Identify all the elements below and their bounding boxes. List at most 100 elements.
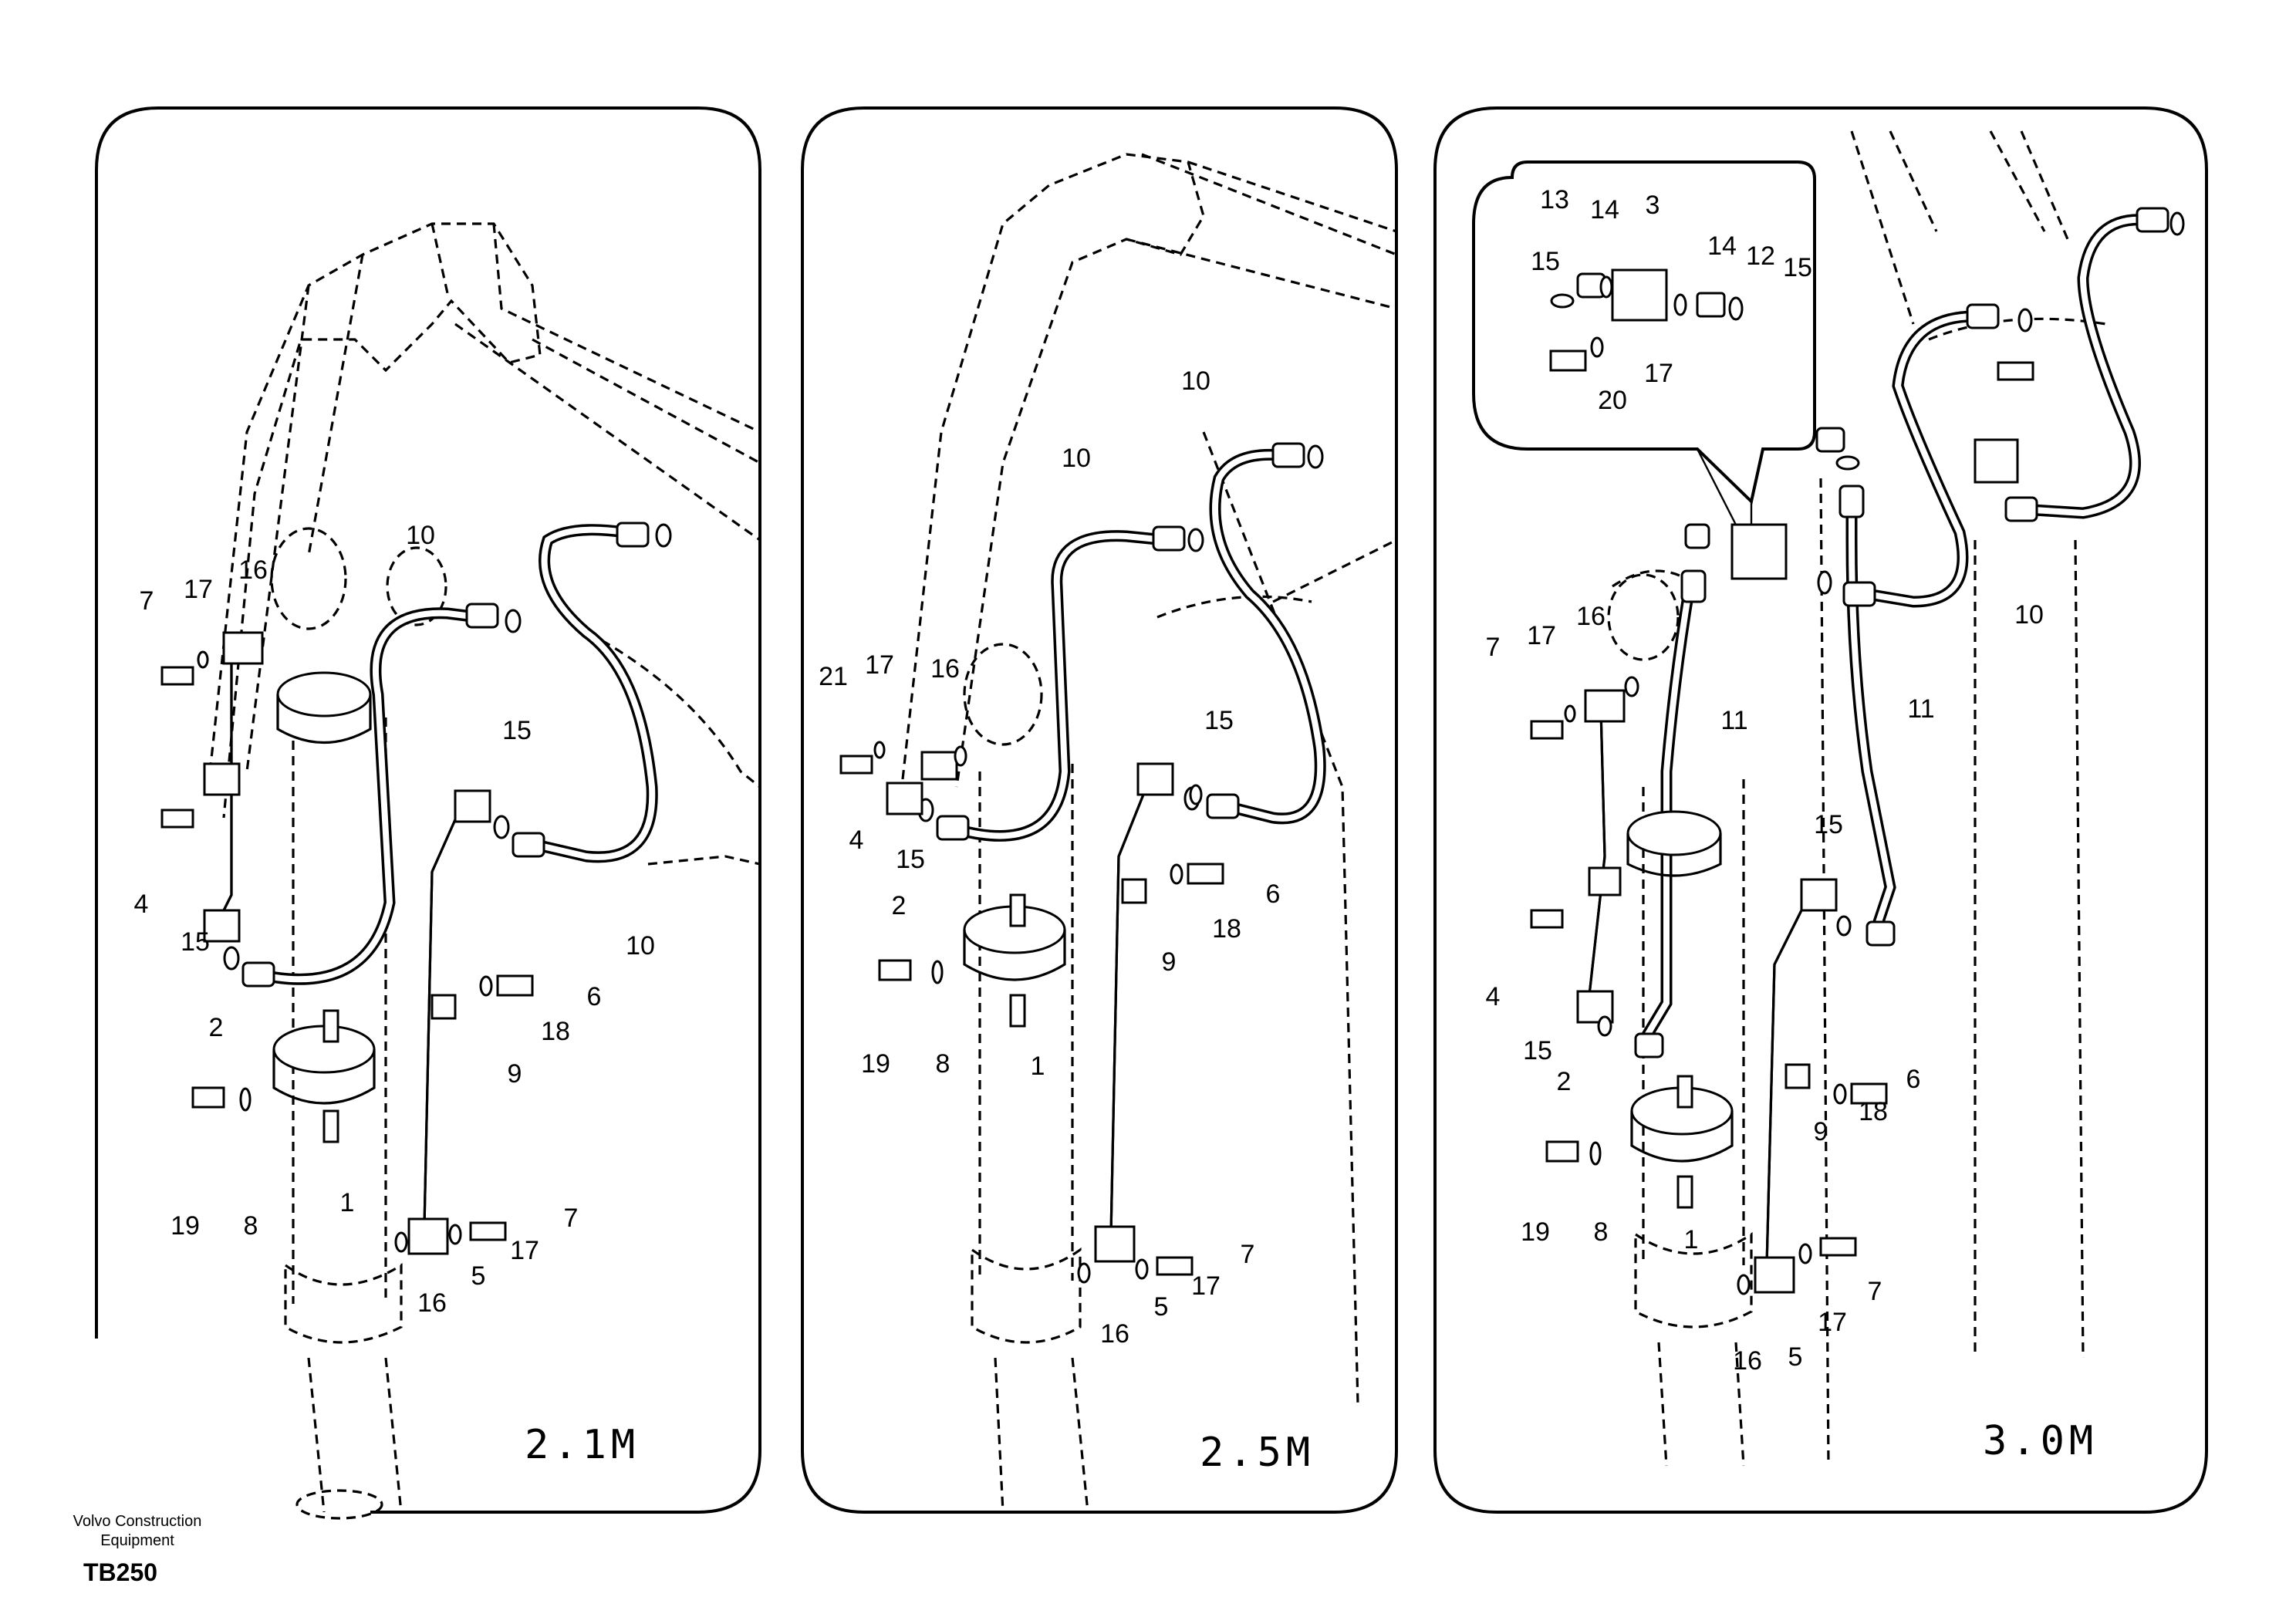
callout-part-8: 8 bbox=[244, 1211, 258, 1241]
panel-3-0m bbox=[1433, 106, 2208, 1514]
callout-part-11: 11 bbox=[1720, 706, 1747, 735]
callout-part-16: 16 bbox=[1576, 602, 1606, 631]
callout-part-7: 7 bbox=[1241, 1240, 1255, 1269]
hose-11-right bbox=[1845, 495, 1896, 940]
callout-part-16: 16 bbox=[1100, 1319, 1129, 1349]
callout-part-18: 18 bbox=[1212, 914, 1241, 944]
callout-part-8: 8 bbox=[1594, 1217, 1609, 1247]
callout-part-18: 18 bbox=[1859, 1097, 1888, 1126]
callout-part-9: 9 bbox=[508, 1059, 522, 1089]
hose-10-right bbox=[530, 524, 658, 863]
callout-part-7: 7 bbox=[140, 586, 154, 616]
fasteners bbox=[839, 741, 1224, 1284]
fasteners bbox=[1530, 361, 2034, 1295]
clamps bbox=[1626, 810, 1734, 1209]
callout-part-15: 15 bbox=[1523, 1036, 1552, 1065]
callout-part-10: 10 bbox=[2014, 600, 2044, 630]
callout-part-7: 7 bbox=[1868, 1277, 1882, 1306]
callout-part-15: 15 bbox=[1783, 253, 1812, 282]
callout-part-16: 16 bbox=[930, 654, 960, 684]
callout-part-7: 7 bbox=[564, 1204, 579, 1233]
callout-part-17: 17 bbox=[1644, 359, 1673, 388]
boom-outline bbox=[1607, 130, 2107, 1467]
size-labels: 2.1M 2.5M 3.0M bbox=[525, 1418, 2098, 1476]
callout-part-15: 15 bbox=[502, 716, 532, 745]
panel-frame bbox=[801, 106, 1398, 1514]
boom-cylinder bbox=[1634, 779, 1753, 1467]
callout-part-19: 19 bbox=[171, 1211, 200, 1241]
boom-cylinder bbox=[971, 764, 1089, 1513]
callout-part-9: 9 bbox=[1814, 1117, 1828, 1146]
callout-part-14: 14 bbox=[1590, 195, 1619, 225]
callout-part-15: 15 bbox=[181, 927, 210, 957]
callout-part-5: 5 bbox=[471, 1261, 486, 1291]
callout-part-4: 4 bbox=[849, 826, 864, 855]
callout-part-17: 17 bbox=[510, 1236, 539, 1265]
fasteners bbox=[160, 650, 534, 1253]
document-code: TB250 bbox=[83, 1558, 158, 1586]
hose-11-left bbox=[1637, 580, 1696, 1048]
callout-part-7: 7 bbox=[1486, 633, 1501, 662]
callout-part-13: 13 bbox=[1540, 185, 1569, 214]
callout-part-3: 3 bbox=[1646, 191, 1660, 220]
callout-part-19: 19 bbox=[861, 1049, 890, 1079]
callout-part-10: 10 bbox=[1181, 366, 1210, 396]
callout-part-1: 1 bbox=[340, 1188, 355, 1217]
boom-outline bbox=[901, 153, 1397, 1405]
panel-2-1m bbox=[95, 106, 761, 1520]
callout-part-10: 10 bbox=[1062, 444, 1091, 473]
panel-2-5m bbox=[801, 106, 1398, 1514]
size-label-3-0m: 3.0M bbox=[1983, 1418, 2098, 1464]
callout-part-17: 17 bbox=[1191, 1271, 1221, 1301]
panel-frame bbox=[95, 106, 761, 1514]
clamps bbox=[963, 893, 1066, 1028]
hose-10-left bbox=[260, 607, 485, 985]
callout-part-10: 10 bbox=[406, 521, 435, 550]
callout-part-21: 21 bbox=[819, 662, 848, 691]
callout-part-16: 16 bbox=[417, 1288, 447, 1318]
panel-frame bbox=[1433, 106, 2208, 1514]
callout-part-17: 17 bbox=[1527, 621, 1556, 650]
callout-part-17: 17 bbox=[184, 575, 213, 604]
callout-part-15: 15 bbox=[1531, 247, 1560, 276]
callout-part-10: 10 bbox=[626, 931, 655, 961]
callout-part-15: 15 bbox=[1204, 706, 1234, 735]
hose-10-left bbox=[950, 530, 1171, 842]
callout-part-12: 12 bbox=[1746, 241, 1775, 271]
callout-part-18: 18 bbox=[541, 1017, 570, 1046]
steel-pipes bbox=[886, 751, 1174, 1263]
callout-part-6: 6 bbox=[587, 982, 602, 1011]
callout-part-16: 16 bbox=[1733, 1346, 1762, 1376]
hose-10-left bbox=[1861, 310, 1981, 608]
callout-part-2: 2 bbox=[892, 891, 907, 920]
hose-fittings bbox=[1634, 207, 2185, 1058]
callout-part-20: 20 bbox=[1598, 386, 1627, 415]
callout-part-2: 2 bbox=[209, 1013, 224, 1042]
callout-part-1: 1 bbox=[1031, 1052, 1045, 1081]
callout-part-8: 8 bbox=[936, 1049, 950, 1079]
callout-part-14: 14 bbox=[1707, 231, 1737, 261]
steel-pipes bbox=[1576, 689, 1838, 1294]
detail-inset bbox=[1472, 160, 1816, 533]
brand-label: Volvo Construction Equipment bbox=[73, 1513, 202, 1549]
callout-part-4: 4 bbox=[134, 890, 149, 919]
callout-part-6: 6 bbox=[1906, 1065, 1921, 1094]
callout-part-4: 4 bbox=[1486, 982, 1501, 1011]
hose-10-right bbox=[2015, 214, 2151, 519]
callout-part-17: 17 bbox=[1818, 1308, 1847, 1337]
callout-part-15: 15 bbox=[896, 845, 925, 874]
hose-10-right bbox=[1209, 448, 1326, 825]
hose-fittings bbox=[223, 522, 672, 988]
boom-outline bbox=[207, 222, 761, 866]
size-label-2-5m: 2.5M bbox=[1200, 1430, 1315, 1476]
callout-part-5: 5 bbox=[1788, 1342, 1803, 1372]
steel-pipes bbox=[203, 631, 491, 1255]
callout-part-11: 11 bbox=[1907, 694, 1934, 724]
callout-part-5: 5 bbox=[1154, 1292, 1169, 1322]
callout-part-1: 1 bbox=[1684, 1225, 1699, 1254]
callout-part-15: 15 bbox=[1814, 810, 1843, 839]
callout-part-17: 17 bbox=[865, 650, 894, 680]
